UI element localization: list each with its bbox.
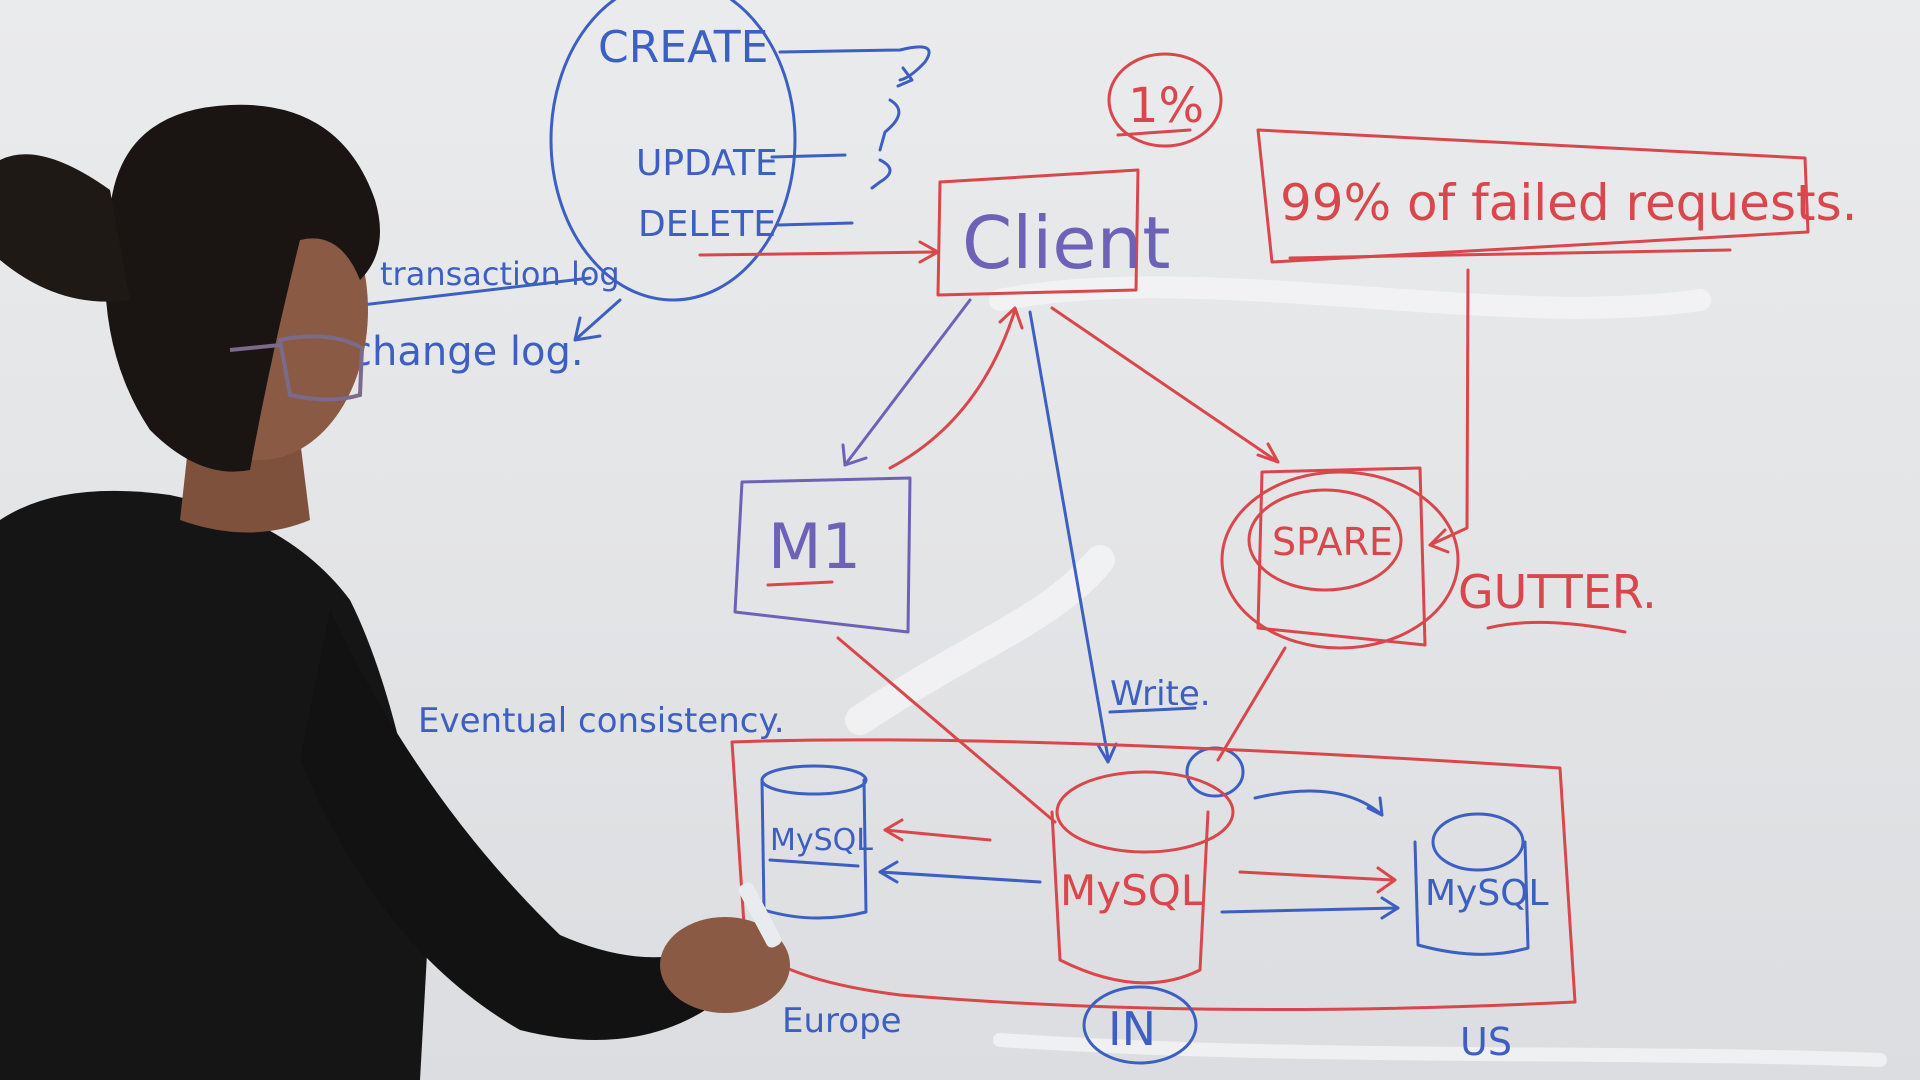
spare-inner-circle: [1247, 488, 1403, 592]
region-in-label: IN: [1108, 1002, 1156, 1056]
region-europe-label: Europe: [782, 1001, 902, 1041]
regions-boundary: [730, 738, 1577, 1012]
mysql-in-cylinder: [1050, 810, 1210, 985]
underline: [1108, 706, 1197, 714]
arrowhead: [896, 66, 914, 88]
mysql-us-cylinder: [1413, 840, 1530, 956]
replication-arrow-red-left: [883, 828, 992, 842]
replication-arrow-red-right: [1238, 870, 1394, 882]
squiggle-arrow: [870, 158, 892, 190]
client-to-m1-arrow: [843, 298, 972, 467]
gutter-label: GUTTER.: [1458, 565, 1657, 619]
mysql-in-label: MySQL: [1060, 866, 1205, 915]
marker-icon: [738, 882, 782, 948]
arrowhead: [1096, 742, 1118, 764]
underline: [1116, 128, 1192, 137]
spare-box: [1256, 466, 1427, 647]
mysql-us-label: MySQL: [1425, 873, 1549, 914]
presenter-arm: [300, 610, 720, 1040]
update-label: UPDATE: [636, 143, 778, 184]
underline: [1486, 620, 1627, 634]
glasses-arm: [229, 343, 281, 352]
arrowhead: [841, 443, 868, 467]
m1-to-client-arrow: [888, 308, 1017, 470]
erase-smudge: [989, 276, 1711, 319]
mysql-in-top: [1055, 770, 1235, 854]
mysql-us-top: [1431, 812, 1525, 872]
eventual-consistency-label: Eventual consistency.: [418, 701, 785, 741]
spare-label: SPARE: [1272, 520, 1393, 564]
presenter-shirt: [0, 490, 430, 1080]
erase-smudge: [993, 1033, 1887, 1067]
delete-to-client-arrow: [698, 250, 937, 257]
underline: [766, 580, 834, 587]
m1-label: M1: [768, 510, 861, 583]
change-log-label: change log.: [350, 329, 584, 375]
arrowhead: [998, 306, 1024, 330]
create-label: CREATE: [598, 22, 768, 73]
arrowhead: [878, 860, 899, 884]
arrowhead: [1376, 866, 1397, 894]
client-to-mysql-write-arrow: [1028, 310, 1110, 760]
replication-arrow-blue-right-top: [1253, 789, 1384, 817]
spare-outer-circle: [1220, 470, 1460, 650]
mysql-europe-cylinder: [760, 778, 868, 920]
arrowhead: [1256, 442, 1280, 464]
region-in-circle: [1082, 985, 1198, 1065]
underline: [1288, 248, 1732, 260]
one-percent-label: 1%: [1128, 78, 1204, 134]
arrowhead: [1380, 896, 1400, 920]
m1-to-mysql-arrow: [836, 636, 1057, 824]
arrowhead: [883, 818, 904, 842]
presenter-hair-back: [0, 154, 130, 302]
crud-ellipse: [549, 0, 797, 302]
update-arrow: [770, 153, 847, 159]
erase-smudge: [845, 545, 1115, 735]
arrowhead: [1428, 528, 1450, 554]
mysql-europe-label: MySQL: [770, 823, 873, 858]
replication-arrow-blue-right: [1220, 906, 1400, 914]
one-percent-circle: [1107, 52, 1223, 148]
transaction-log-label: transaction log: [380, 255, 620, 293]
replication-arrow-blue-left: [878, 870, 1042, 884]
failed-requests-label: 99% of failed requests.: [1280, 174, 1858, 232]
m1-box: [733, 476, 912, 634]
spare-to-mysql-arrow: [1216, 646, 1287, 762]
underline: [768, 858, 860, 868]
client-label: Client: [962, 201, 1170, 285]
glasses-icon: [277, 334, 365, 402]
region-us-label: US: [1460, 1020, 1512, 1064]
squiggle-arrow: [878, 98, 901, 152]
change-log-arrow: [573, 298, 622, 342]
failed-to-spare-arrow: [1428, 268, 1470, 547]
delete-label: DELETE: [638, 204, 776, 245]
presenter-hair: [105, 104, 380, 472]
failed-requests-box: [1256, 128, 1810, 264]
client-box: [936, 168, 1140, 297]
presenter-hand: [660, 917, 790, 1013]
arrowhead: [1366, 796, 1384, 817]
client-to-spare-arrow: [1050, 306, 1280, 464]
create-arrow: [778, 45, 931, 82]
delete-arrow: [776, 221, 854, 227]
